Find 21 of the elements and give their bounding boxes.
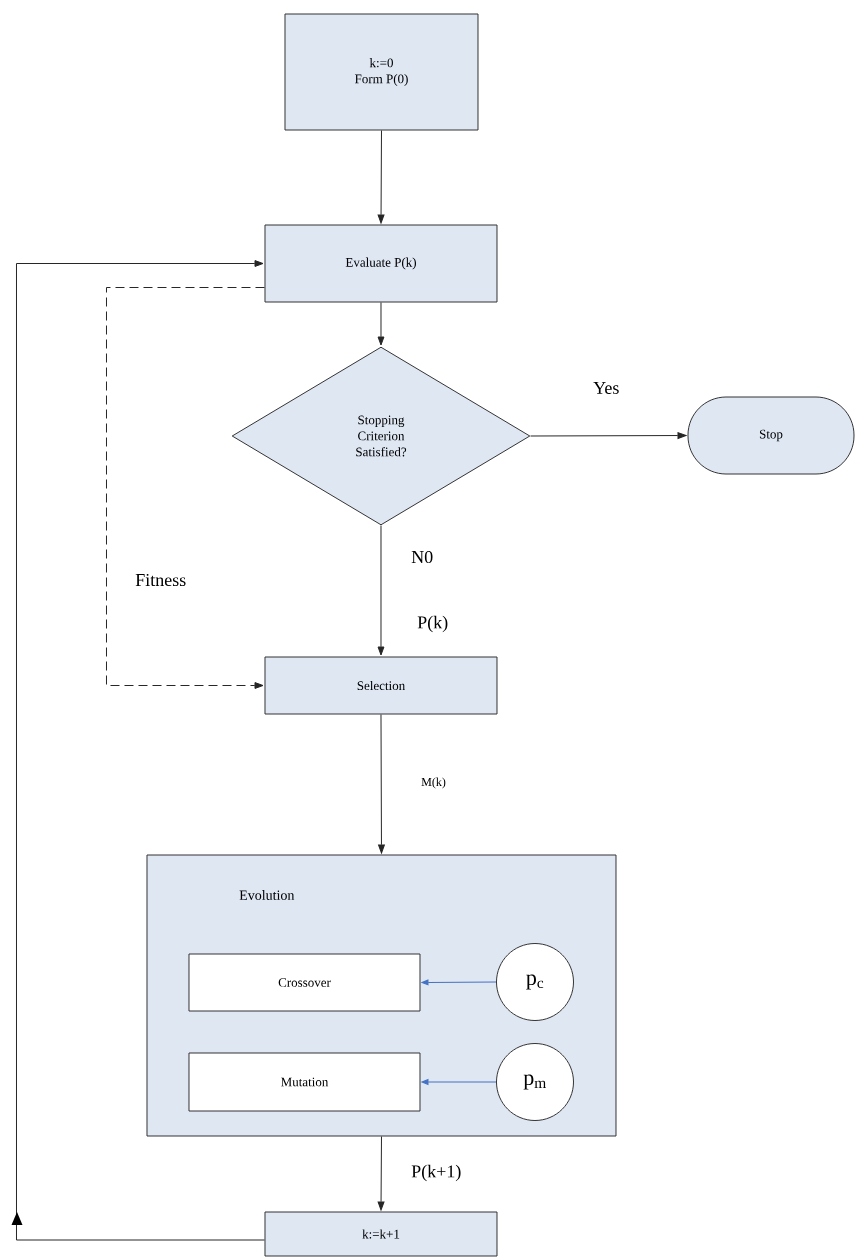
arrow [106, 287, 265, 689]
arrow [378, 714, 385, 854]
flow-label: P(k) [417, 615, 448, 633]
process-box: Mutation [188, 1052, 421, 1112]
edge-label: Fitness [135, 573, 186, 587]
arrow [377, 1136, 385, 1211]
process-box: Selection [264, 656, 498, 715]
edge-label: M(k) [421, 777, 446, 789]
arrow [530, 432, 687, 439]
arrow [377, 130, 385, 224]
process-box: k:=0 Form P(0) [284, 13, 479, 131]
process-box: Crossover [188, 953, 421, 1012]
process-box: k:=k+1 [264, 1211, 498, 1257]
terminal-box: Stop [687, 396, 855, 475]
edge-label: N0 [411, 550, 433, 564]
edge-label: Yes [593, 382, 619, 394]
arrow [377, 525, 385, 656]
edge-label: P(k+1) [411, 1164, 461, 1182]
arrow [11, 260, 265, 1241]
process-box: Evaluate P(k) [264, 224, 498, 303]
arrow [377, 302, 385, 346]
